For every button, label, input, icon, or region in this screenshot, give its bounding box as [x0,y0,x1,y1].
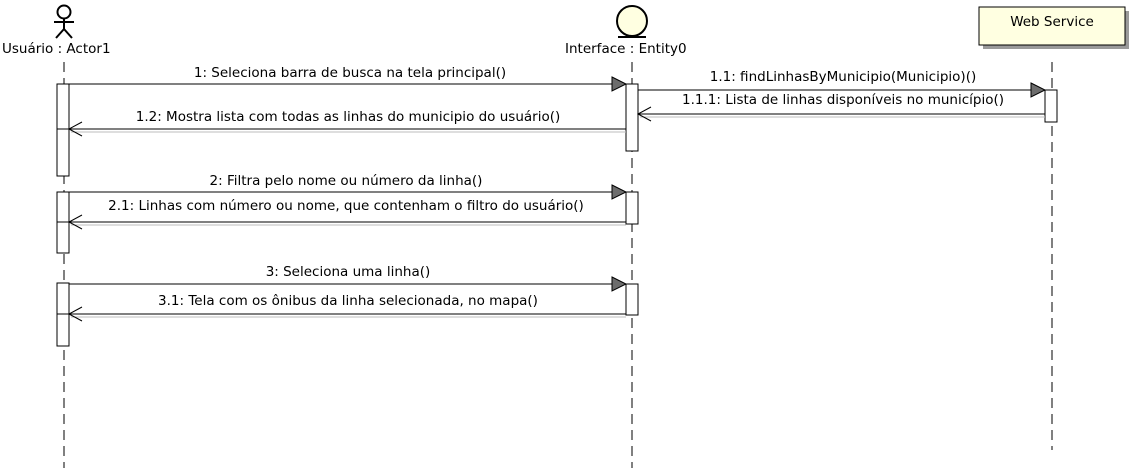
message-3-1: 3.1: Tela com os ônibus da linha selecio… [67,293,626,322]
webservice-label: Web Service [1010,14,1094,30]
actor-activation-1-nested [56,128,70,177]
interface-activation-2 [625,191,639,225]
filled-arrow-icon [611,76,628,92]
interface-activation-3 [625,283,639,316]
message-1-1-label: 1.1: findLinhasByMunicipio(Municipio)() [710,69,976,85]
open-arrow-icon [67,306,83,322]
message-2-label: 2: Filtra pelo nome ou número da linha() [210,173,483,189]
filled-arrow-icon [1030,82,1047,98]
message-3: 3: Seleciona uma linha() [69,264,628,292]
interface-activation-1 [625,83,639,152]
message-2: 2: Filtra pelo nome ou número da linha() [69,173,628,200]
actor-activation-2-nested [56,221,70,254]
filled-arrow-icon [611,276,628,292]
message-1-1-1-label: 1.1.1: Lista de linhas disponíveis no mu… [682,92,1004,108]
open-arrow-icon [67,214,83,230]
interface-label: Interface : Entity0 [565,41,687,57]
filled-arrow-icon [611,184,628,200]
entity-circle-icon [616,5,648,38]
open-arrow-icon [67,121,83,137]
message-3-label: 3: Seleciona uma linha() [266,264,431,280]
open-arrow-icon [636,106,652,122]
message-1-label: 1: Seleciona barra de busca na tela prin… [194,65,506,81]
message-1-1: 1.1: findLinhasByMunicipio(Municipio)() [638,69,1047,98]
message-2-1-label: 2.1: Linhas com número ou nome, que cont… [108,198,584,214]
message-1-2: 1.2: Mostra lista com todas as linhas do… [67,109,626,137]
actor-label: Usuário : Actor1 [2,41,111,57]
actor-activation-3-nested [56,313,70,347]
webservice-activation-1 [1044,89,1058,123]
webservice-participant: Web Service [978,6,1129,49]
actor-participant: Usuário : Actor1 [2,4,111,57]
message-2-1: 2.1: Linhas com número ou nome, que cont… [67,198,626,230]
interface-participant: Interface : Entity0 [565,5,687,57]
message-3-1-label: 3.1: Tela com os ônibus da linha selecio… [158,293,538,309]
message-1-1-1: 1.1.1: Lista de linhas disponíveis no mu… [636,92,1045,122]
message-1-2-label: 1.2: Mostra lista com todas as linhas do… [136,109,561,125]
stick-figure-icon [54,4,74,39]
message-1: 1: Seleciona barra de busca na tela prin… [69,65,628,92]
